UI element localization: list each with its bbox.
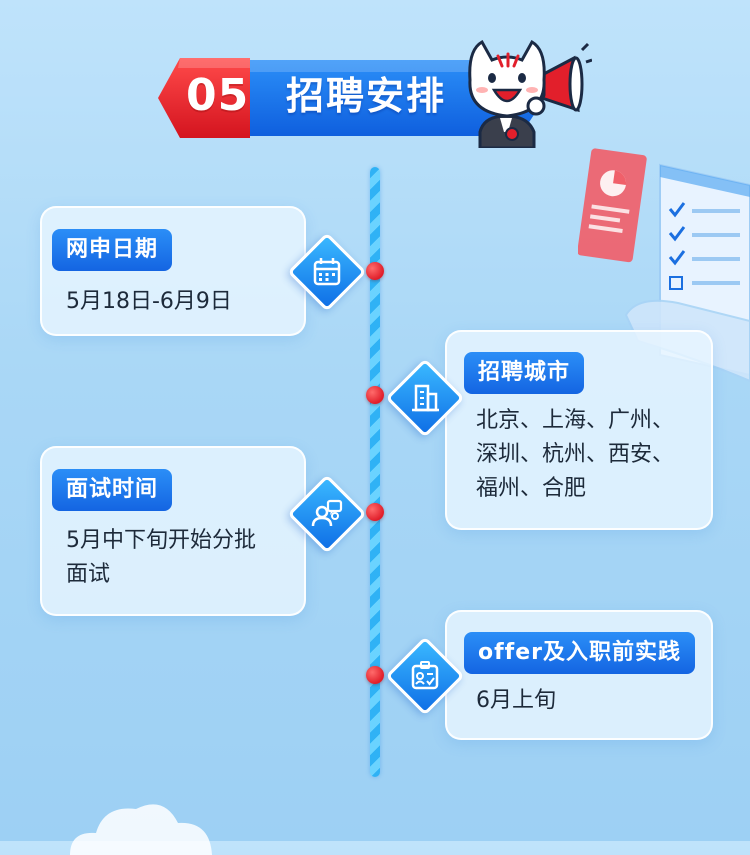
calendar-icon [313,258,341,286]
tag-offer-practice: offer及入职前实践 [464,632,696,674]
header-banner [158,58,545,138]
text-offer-practice: 6月上旬 [476,688,556,713]
cloud-decoration [70,804,212,855]
building-icon [412,384,439,412]
timeline-line [370,167,380,777]
text-application-date: 5月18日-6月9日 [66,289,232,314]
people-chat-icon [311,499,343,527]
text-recruit-cities: 北京、上海、广州、 深圳、杭州、西安、 福州、合肥 [476,408,675,501]
id-badge-icon [411,661,439,690]
text-interview-time: 5月中下旬开始分批 面试 [66,528,256,587]
tag-recruit-cities: 招聘城市 [464,352,585,394]
timeline-dot-2 [366,386,384,404]
card-offer-practice [445,610,713,740]
timeline-dot-4 [366,666,384,684]
section-number: 05 [186,70,250,121]
mascot-cat-icon [468,39,592,148]
timeline-dot-1 [366,262,384,280]
section-title: 招聘安排 [286,74,447,118]
timeline-dot-3 [366,503,384,521]
tag-interview-time: 面试时间 [52,469,173,511]
tag-application-date: 网申日期 [52,229,173,271]
